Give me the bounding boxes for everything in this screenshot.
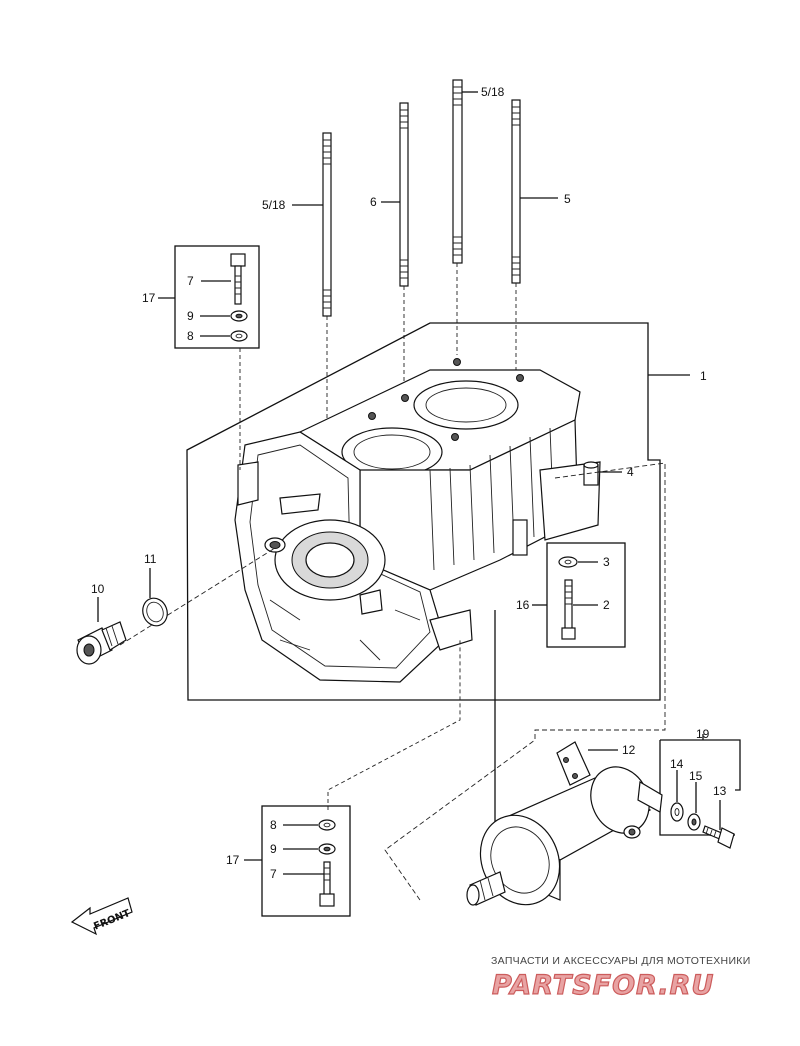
plug-10 (76, 621, 127, 665)
group-17-top-box (174, 245, 260, 349)
callout-3: 3 (603, 555, 610, 569)
callout-2: 2 (603, 598, 610, 612)
callout-11: 11 (144, 552, 157, 566)
watermark-caption: ЗАПЧАСТИ И АКСЕССУАРЫ ДЛЯ МОТОТЕХНИКИ (491, 955, 751, 967)
plate-12 (556, 741, 591, 786)
bolt-7-top (230, 253, 246, 305)
dowel-pin-4 (583, 461, 599, 486)
stud-5 (511, 99, 521, 284)
starter-motor (466, 766, 663, 906)
callout-7-top: 7 (187, 274, 194, 288)
bolt-2 (561, 579, 576, 640)
callout-16: 16 (516, 598, 530, 612)
callout-9-bottom: 9 (270, 842, 277, 856)
callout-17-bottom: 17 (226, 853, 240, 867)
callout-6: 6 (370, 195, 377, 209)
stud-6 (399, 102, 409, 287)
callout-1: 1 (700, 369, 707, 383)
bolt-13 (702, 825, 735, 849)
group-16-box (546, 542, 626, 648)
callout-8-bottom: 8 (270, 818, 277, 832)
callout-7-bottom: 7 (270, 867, 277, 881)
front-arrow: FRONT (70, 897, 133, 936)
callout-5-18-left: 5/18 (262, 198, 286, 212)
watermark-logo: PARTSFOR.RU (492, 970, 714, 1001)
lockwasher-9-bottom (318, 843, 336, 855)
group-outline-1 (186, 322, 661, 701)
callout-14: 14 (670, 757, 684, 771)
washer-8-top (230, 330, 248, 342)
callout-5-18-center: 5/18 (481, 85, 505, 99)
callout-15: 15 (689, 769, 703, 783)
washer-8-bottom (318, 819, 336, 831)
group-17-bottom-box (261, 805, 351, 917)
callout-13: 13 (713, 784, 727, 798)
callout-9-top: 9 (187, 309, 194, 323)
callout-19: 19 (696, 727, 710, 741)
washer-3 (558, 556, 578, 568)
crankcase (234, 358, 601, 683)
stud-5-18-center (452, 79, 463, 264)
callout-17-top: 17 (142, 291, 156, 305)
lockwasher-9-top (230, 310, 248, 322)
stud-5-18-left (322, 132, 332, 317)
callout-12: 12 (622, 743, 636, 757)
o-ring-11 (142, 597, 168, 627)
washer-14 (670, 802, 684, 822)
callout-4: 4 (627, 465, 634, 479)
callout-5: 5 (564, 192, 571, 206)
bolt-7-bottom (319, 861, 335, 907)
callout-10: 10 (91, 582, 105, 596)
callout-8-top: 8 (187, 329, 194, 343)
lockwasher-15 (687, 813, 701, 831)
